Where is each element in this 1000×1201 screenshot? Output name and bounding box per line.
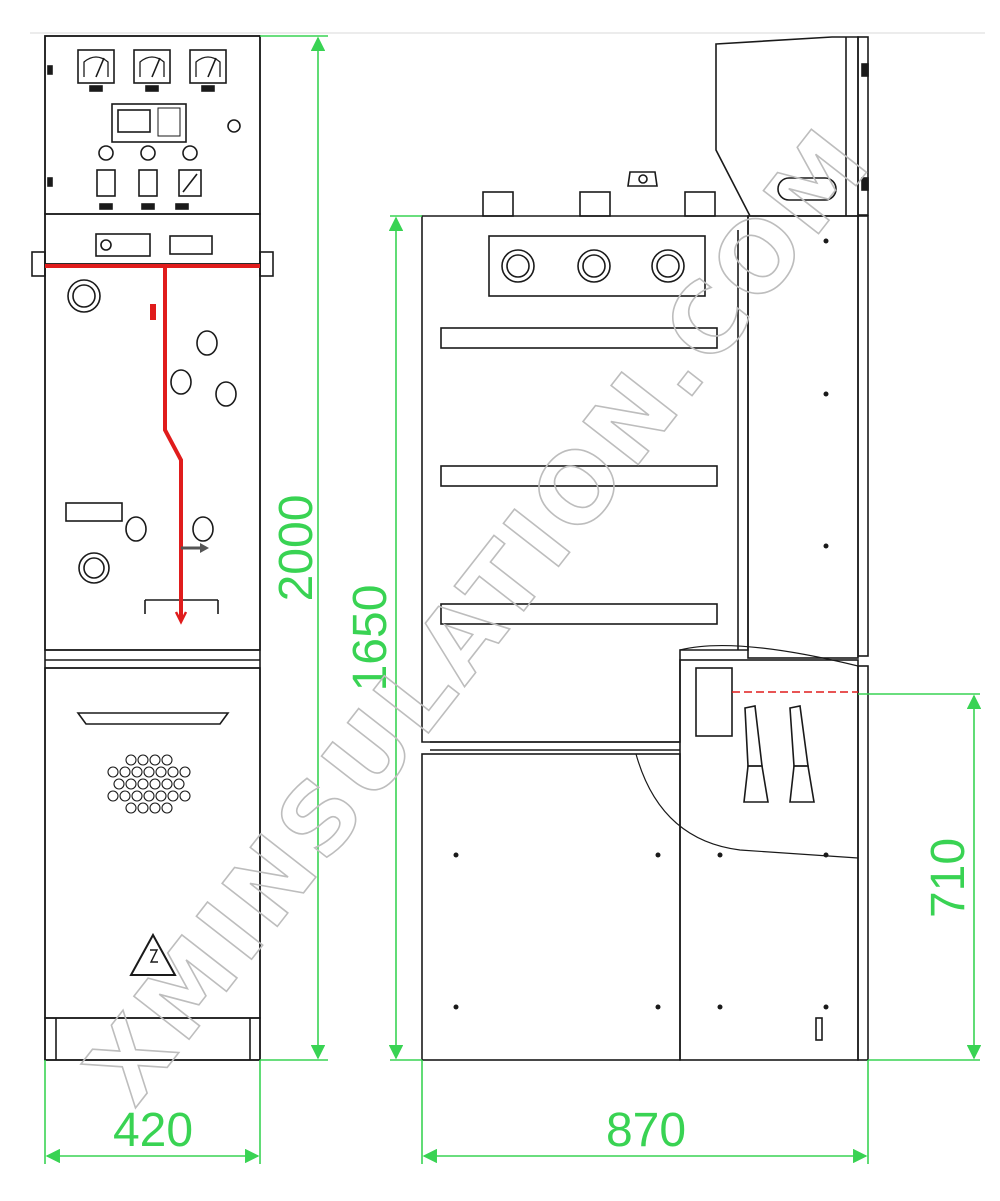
dimension-lines (44, 35, 982, 1164)
dim-front-height: 2000 (270, 495, 323, 602)
high-voltage-warning-icon (129, 932, 177, 976)
bushing-icons (501, 249, 685, 283)
ammeter-1-icon (77, 49, 115, 92)
handle-slot-icon (777, 177, 837, 201)
dim-cable-height: 710 (922, 838, 975, 918)
cable-termination-icons (743, 705, 815, 803)
side-view-bolts (453, 238, 829, 1010)
dim-side-height: 1650 (344, 585, 397, 692)
ventilation-grille-icon (107, 754, 191, 814)
ammeter-2-icon (133, 49, 171, 92)
inspection-slot (815, 1017, 823, 1041)
nameplate-icon (65, 502, 123, 522)
front-view (31, 35, 274, 1061)
indicator-lamp-icon (227, 119, 241, 133)
dim-front-width: 420 (113, 1104, 193, 1157)
counter-display-icon (169, 235, 213, 255)
watermark: XMINSULATION.COM (64, 106, 893, 1124)
switch-handle-3-icon (175, 145, 202, 210)
side-view (421, 36, 869, 1061)
dim-side-depth: 870 (606, 1104, 686, 1157)
slot-2 (440, 465, 718, 487)
door-handle-icon (76, 712, 230, 725)
position-indicator-icon (95, 233, 151, 257)
slot-3 (440, 603, 718, 625)
switch-handle-1-icon (96, 145, 116, 210)
viewing-window-icon (78, 552, 110, 584)
cable-compartment (679, 659, 859, 1061)
drive-arrow-head (200, 543, 209, 553)
base-left (421, 753, 681, 1061)
busbar-line (45, 264, 260, 625)
bushing-plate (488, 235, 706, 297)
pressure-gauge-icon (67, 279, 101, 313)
dimension-labels: 2000 420 1650 870 710 (113, 495, 975, 1157)
ammeter-3-icon (189, 49, 227, 92)
disconnector-icons (125, 330, 237, 542)
switch-handle-2-icon (138, 145, 158, 210)
slot-1 (440, 327, 718, 349)
protection-relay-icon (111, 103, 187, 143)
